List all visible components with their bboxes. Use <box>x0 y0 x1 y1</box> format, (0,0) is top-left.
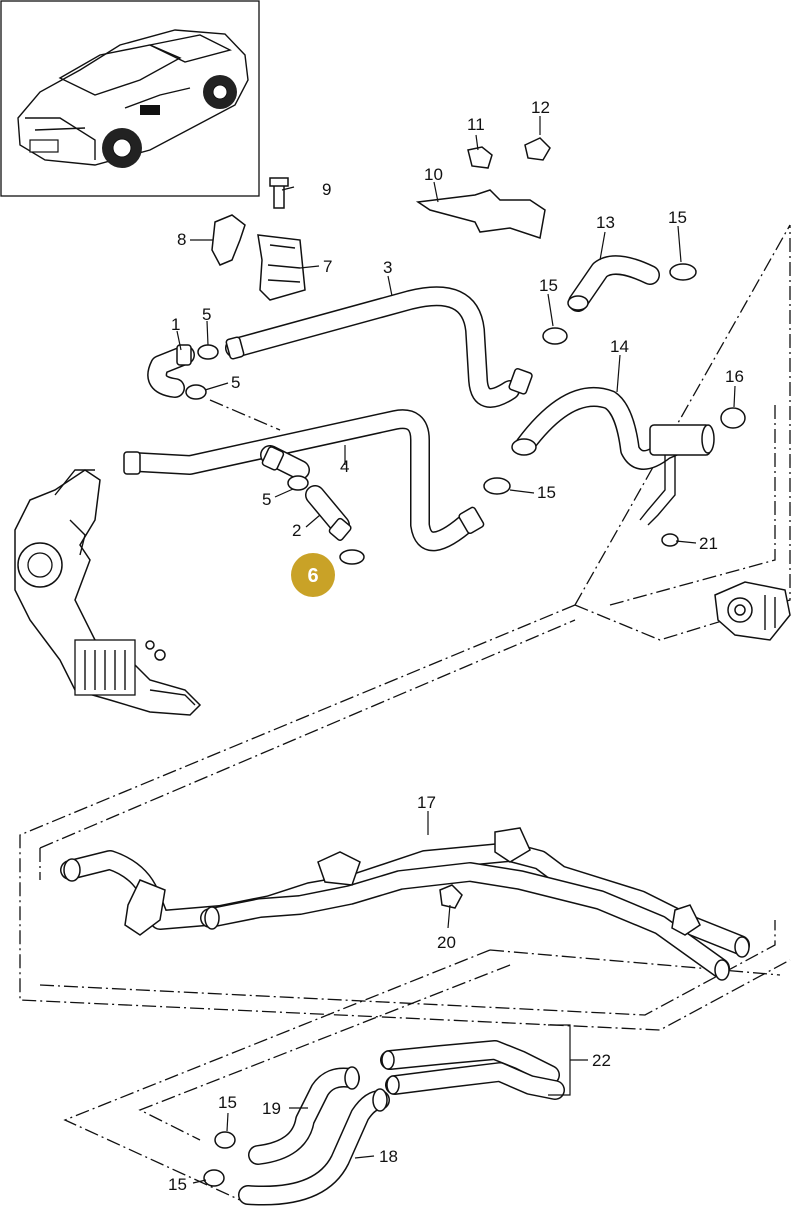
callout-17: 17 <box>417 793 436 812</box>
callout-4: 4 <box>340 457 349 476</box>
leader-lines <box>176 116 736 1184</box>
callout-8: 8 <box>177 230 186 249</box>
callout-14: 14 <box>610 337 629 356</box>
callout-1: 1 <box>171 315 180 334</box>
clamp-icon <box>203 1169 225 1187</box>
callout-15-lower-center: 15 <box>537 483 556 502</box>
callout-3: 3 <box>383 258 392 277</box>
clamp-icon <box>483 477 511 495</box>
hose-part-18 <box>238 1088 390 1206</box>
callout-10: 10 <box>424 165 443 184</box>
hose-part-13 <box>567 255 660 312</box>
callout-7: 7 <box>323 257 332 276</box>
auxiliary-pump-illustration <box>714 581 791 641</box>
hose-part-2 <box>305 485 352 541</box>
pipe-part-22 <box>380 1040 565 1100</box>
highlight-badge-label: 6 <box>307 565 318 587</box>
callout-labels: 1 2 3 4 5 5 5 7 8 9 10 11 12 13 14 15 15… <box>168 98 744 1194</box>
bracket-part-7 <box>257 234 306 301</box>
callout-5-lower: 5 <box>262 490 271 509</box>
car-illustration-icon <box>17 29 249 168</box>
hose-part-19 <box>248 1066 360 1165</box>
callout-5-upper: 5 <box>202 305 211 324</box>
clamp-icon <box>720 407 746 429</box>
callout-2: 2 <box>292 521 301 540</box>
pipe-assembly-17 <box>60 827 750 981</box>
callout-20: 20 <box>437 933 456 952</box>
vehicle-inset <box>0 0 260 197</box>
clamp-icon <box>542 327 568 345</box>
callout-15-center: 15 <box>539 276 558 295</box>
callout-13: 13 <box>596 213 615 232</box>
hose-part-1 <box>147 344 195 398</box>
callout-15-bottom-lower: 15 <box>168 1175 187 1194</box>
callout-9: 9 <box>322 180 331 199</box>
hose-part-4 <box>123 409 485 552</box>
engine-housing-illustration <box>14 469 202 716</box>
callout-18: 18 <box>379 1147 398 1166</box>
hose-part-3 <box>225 286 533 408</box>
section-borders <box>19 224 791 1201</box>
bracket-part-10 <box>415 189 546 239</box>
clip-part-11 <box>467 146 493 169</box>
callout-11: 11 <box>467 115 485 134</box>
clip-part-20 <box>439 884 463 909</box>
callout-12: 12 <box>531 98 550 117</box>
clamp-icon <box>214 1131 236 1149</box>
clamp-icon <box>197 344 219 360</box>
callout-21: 21 <box>699 534 718 553</box>
callout-16: 16 <box>725 367 744 386</box>
highlight-badge-6[interactable]: 6 <box>291 553 335 597</box>
clamp-icon <box>669 263 697 281</box>
callout-5-middle: 5 <box>231 373 240 392</box>
clip-part-12 <box>524 137 551 161</box>
bracket-parts <box>211 137 551 301</box>
callout-19: 19 <box>262 1099 281 1118</box>
clamp-icon <box>185 384 207 400</box>
clamp-icon <box>287 475 309 491</box>
bracket-part-8 <box>211 214 246 266</box>
callout-15-top-right: 15 <box>668 208 687 227</box>
clamp-icon <box>661 533 679 547</box>
clamp-icon <box>339 549 365 565</box>
hose-part-14 <box>511 387 715 526</box>
clamp-icons <box>185 263 746 1187</box>
callout-15-bottom-upper: 15 <box>218 1093 237 1112</box>
callout-22: 22 <box>592 1051 611 1070</box>
